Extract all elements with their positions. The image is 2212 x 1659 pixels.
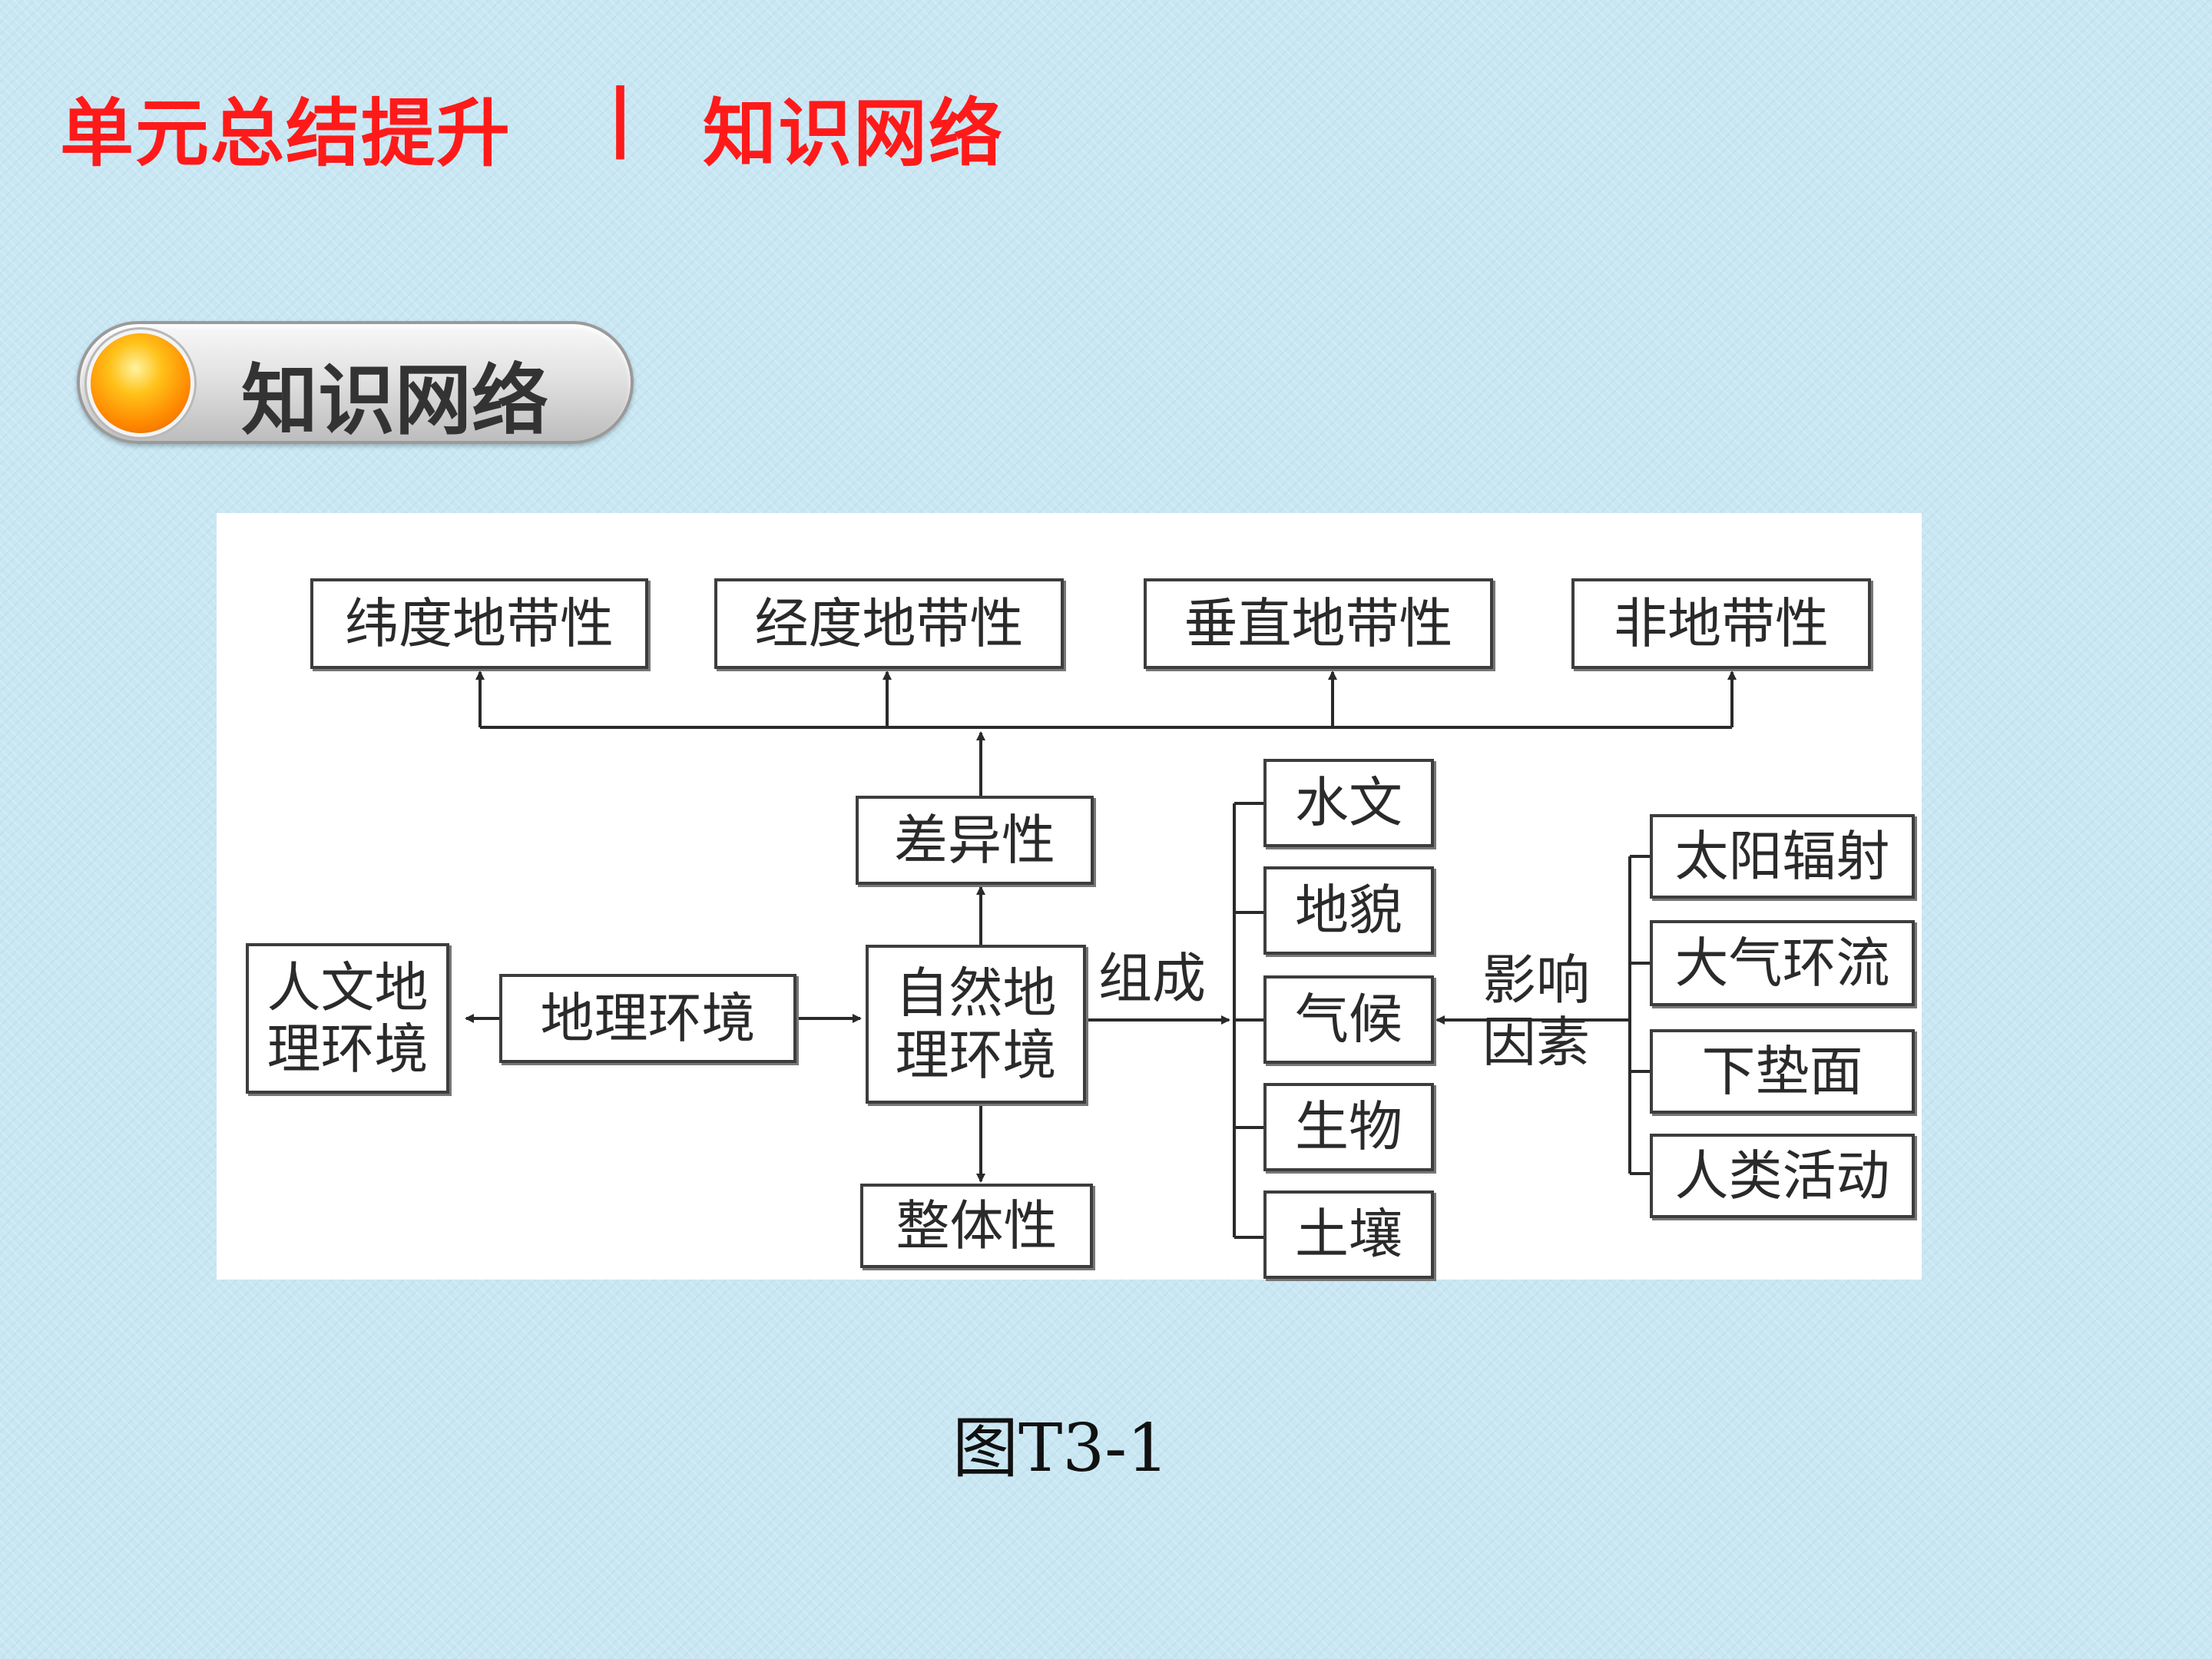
node-latitudinal-zonality: 纬度地带性 bbox=[310, 578, 648, 669]
node-vertical-zonality: 垂直地带性 bbox=[1144, 578, 1493, 669]
node-landform: 地貌 bbox=[1263, 866, 1434, 955]
node-human-environment: 人文地 理环境 bbox=[246, 943, 449, 1094]
label-influencing-factors: 影响 因素 bbox=[1482, 949, 1590, 1074]
node-difference: 差异性 bbox=[856, 796, 1094, 885]
title-separator: | bbox=[607, 74, 634, 160]
label-composition: 组成 bbox=[1098, 947, 1206, 1010]
node-hydrology: 水文 bbox=[1263, 759, 1434, 847]
figure-caption: 图T3-1 bbox=[952, 1410, 1169, 1487]
node-biology: 生物 bbox=[1263, 1083, 1434, 1171]
node-solar-radiation: 太阳辐射 bbox=[1650, 814, 1915, 899]
node-longitudinal-zonality: 经度地带性 bbox=[714, 578, 1064, 669]
node-geographic-environment: 地理环境 bbox=[499, 974, 796, 1063]
section-badge-label: 知识网络 bbox=[241, 356, 548, 445]
knowledge-network-diagram: 纬度地带性 经度地带性 垂直地带性 非地带性 差异性 人文地 理环境 地理环境 … bbox=[217, 513, 1922, 1280]
node-azonality: 非地带性 bbox=[1571, 578, 1871, 669]
node-soil: 土壤 bbox=[1263, 1190, 1434, 1279]
node-underlying-surface: 下垫面 bbox=[1650, 1029, 1915, 1114]
section-badge: 知识网络 bbox=[77, 321, 634, 445]
diagram-connectors bbox=[465, 671, 1737, 1239]
page-title: 单元总结提升 bbox=[60, 91, 512, 177]
node-integrity: 整体性 bbox=[860, 1184, 1093, 1268]
orange-bullet-icon bbox=[91, 333, 190, 433]
node-climate: 气候 bbox=[1263, 975, 1434, 1064]
node-natural-environment: 自然地 理环境 bbox=[866, 945, 1086, 1104]
node-atmospheric-circulation: 大气环流 bbox=[1650, 920, 1915, 1006]
page-subtitle: 知识网络 bbox=[703, 91, 1004, 177]
node-human-activity: 人类活动 bbox=[1650, 1134, 1915, 1218]
